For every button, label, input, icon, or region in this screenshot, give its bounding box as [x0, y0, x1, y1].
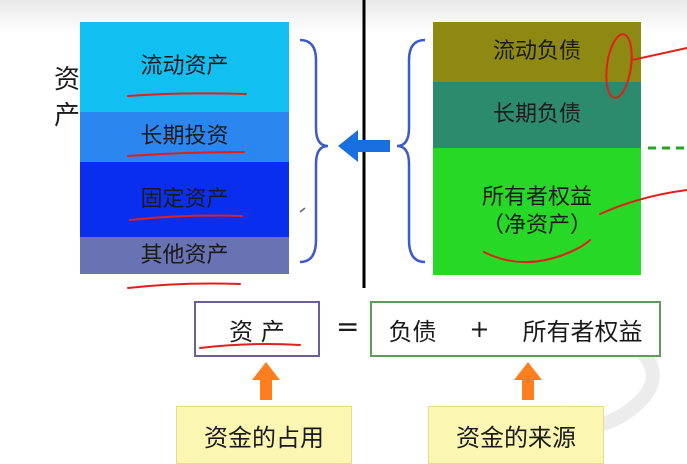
caption-fund-source: 资金的来源 [428, 406, 604, 464]
underline-annotation [199, 343, 301, 349]
equation-equity-label: 所有者权益 [522, 317, 643, 346]
underline-annotation [127, 92, 247, 97]
equation-liabilities-label: 负债 [388, 317, 437, 346]
arrow-annotation [599, 189, 687, 215]
circle-annotation [605, 33, 633, 99]
stray-mark [299, 207, 306, 213]
equation-assets-label: 资 产 [229, 317, 285, 346]
asset-current-label: 流动资产 [140, 54, 229, 80]
up-arrow-icon [252, 362, 280, 400]
owners-equity-label: 所有者权益 [481, 185, 592, 210]
asset-other-label: 其他资产 [140, 242, 229, 268]
equation-assets-box: 资 产 [194, 301, 320, 357]
equals-sign: = [336, 310, 360, 343]
caption-fund-source-label: 资金的来源 [456, 423, 576, 452]
assets-brace [299, 38, 329, 264]
asset-long-term-investment: 长期投资 [80, 112, 289, 162]
up-arrow-icon [514, 362, 542, 400]
plus-sign: + [469, 315, 490, 343]
underline-annotation [127, 151, 245, 157]
asset-current: 流动资产 [80, 22, 289, 112]
asset-fixed-label: 固定资产 [140, 186, 229, 212]
underline-annotation [129, 214, 243, 221]
caption-fund-use: 资金的占用 [176, 406, 352, 464]
caption-fund-use-label: 资金的占用 [204, 423, 324, 452]
sources-brace [396, 38, 426, 264]
liability-current-label: 流动负债 [492, 39, 581, 65]
asset-fixed: 固定资产 [80, 162, 289, 237]
underline-annotation [483, 239, 591, 264]
equation-sources-box: 负债 + 所有者权益 [370, 301, 661, 357]
asset-long-term-investment-label: 长期投资 [140, 124, 229, 150]
liability-long-term: 长期负债 [433, 82, 641, 148]
owners-equity: 所有者权益 （净资产） [433, 148, 641, 275]
liability-long-term-label: 长期负债 [492, 102, 581, 128]
owners-equity-sublabel: （净资产） [481, 212, 592, 238]
arrow-annotation [631, 47, 687, 61]
asset-other: 其他资产 [80, 237, 289, 274]
hand-annotations [127, 33, 687, 349]
assets-title: 资产 [53, 65, 80, 131]
left-arrow-icon [338, 130, 390, 162]
underline-annotation [127, 282, 241, 289]
